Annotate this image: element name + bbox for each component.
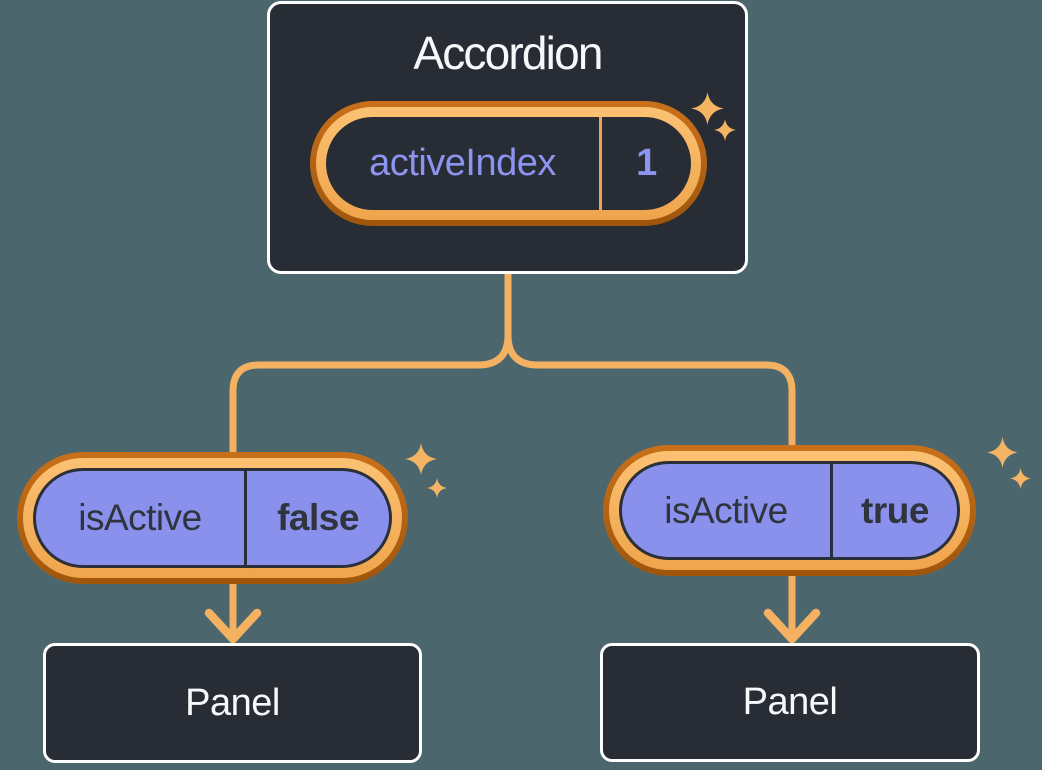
state-pill-divider [599,117,602,210]
state-pill-core: activeIndex 1 [326,117,691,210]
prop-name: isActive [78,497,202,538]
prop-value: true [861,489,929,531]
sparkle-icon [427,478,447,498]
state-pill-ring: activeIndex 1 [316,107,701,220]
arrow-down-icon [763,608,821,644]
prop-pill-core: isActive false [33,468,392,568]
panel-node-left: Panel [43,643,422,763]
sparkle-icon [1010,468,1031,489]
prop-pill-ring: isActive false [23,458,402,578]
state-name: activeIndex [369,142,556,184]
prop-pill-right: isActive true [603,445,976,576]
prop-pill-divider [830,464,833,557]
state-pill: activeIndex 1 [310,101,707,226]
state-value: 1 [636,142,657,184]
panel-label: Panel [742,681,838,723]
sparkle-icon [987,437,1018,468]
accordion-title: Accordion [413,27,603,79]
prop-name: isActive [664,489,788,531]
prop-pill-ring: isActive true [609,451,970,570]
prop-pill-core: isActive true [619,461,960,560]
panel-label: Panel [185,681,280,724]
arrow-down-icon [204,608,262,644]
sparkle-icon [405,443,437,475]
panel-node-right: Panel [600,643,980,762]
prop-value: false [277,497,359,538]
prop-pill-left: isActive false [17,452,408,584]
